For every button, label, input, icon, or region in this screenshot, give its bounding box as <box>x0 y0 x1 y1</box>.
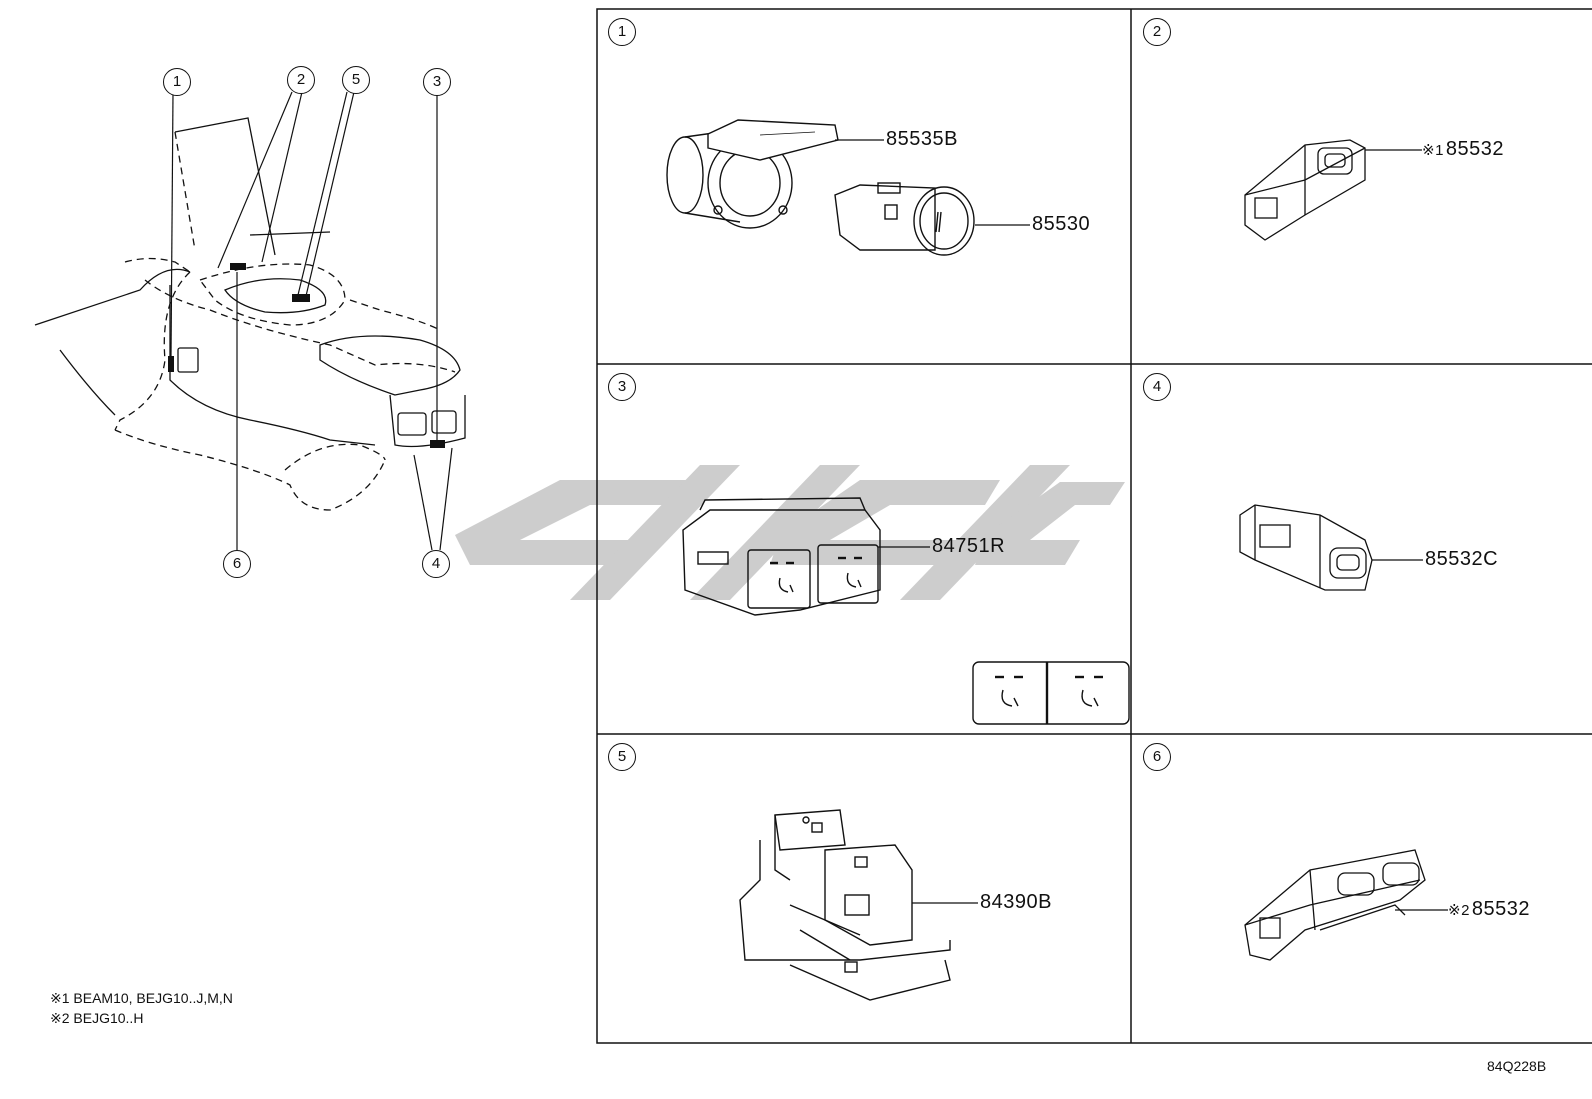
overview-callout-4: 4 <box>422 550 450 578</box>
overview-part-markers <box>168 263 445 448</box>
console-overview-drawing <box>34 117 466 511</box>
panel-number-2: 2 <box>1143 18 1171 46</box>
diagram-code: 84Q228B <box>1487 1058 1547 1074</box>
seat-heater-switch-drawing <box>682 497 881 616</box>
cigarette-socket-drawing <box>666 119 839 229</box>
part-number-85532-b: 85532 <box>1471 898 1531 920</box>
panel-number-1: 1 <box>608 18 636 46</box>
part-number-85532: 85532 <box>1445 138 1505 160</box>
part-number-85535B: 85535B <box>886 128 958 150</box>
hazard-switch-drawing <box>739 809 951 1001</box>
panel-number-5: 5 <box>608 743 636 771</box>
footnote-2: ※2 BEJG10..H <box>50 1010 144 1026</box>
overview-callout-5: 5 <box>342 66 370 94</box>
seat-heater-switch-face-drawing <box>972 661 1130 725</box>
overview-callout-6: 6 <box>223 550 251 578</box>
panel-number-6: 6 <box>1143 743 1171 771</box>
footnote-mark-1: ※1 <box>1422 142 1444 159</box>
overview-leader-lines <box>170 91 453 551</box>
usb-port-drawing <box>1244 139 1366 241</box>
lighter-drawing <box>834 182 975 256</box>
usb-port-c-drawing <box>1239 504 1373 591</box>
part-number-85530: 85530 <box>1032 213 1091 235</box>
footnote-mark-2: ※2 <box>1448 902 1470 919</box>
part-number-85532C: 85532C <box>1425 548 1499 570</box>
part-number-84751R: 84751R <box>932 535 1006 557</box>
panel-number-3: 3 <box>608 373 636 401</box>
panel-number-4: 4 <box>1143 373 1171 401</box>
overview-callout-3: 3 <box>423 68 451 96</box>
overview-callout-2: 2 <box>287 66 315 94</box>
watermark-logo <box>455 465 1125 600</box>
panel-grid <box>596 8 1592 1044</box>
part-number-84390B: 84390B <box>980 891 1052 913</box>
footnote-1: ※1 BEAM10, BEJG10..J,M,N <box>50 990 233 1006</box>
overview-callout-1: 1 <box>163 68 191 96</box>
dual-usb-port-drawing <box>1244 849 1426 961</box>
part-leader-lines <box>835 139 1448 911</box>
